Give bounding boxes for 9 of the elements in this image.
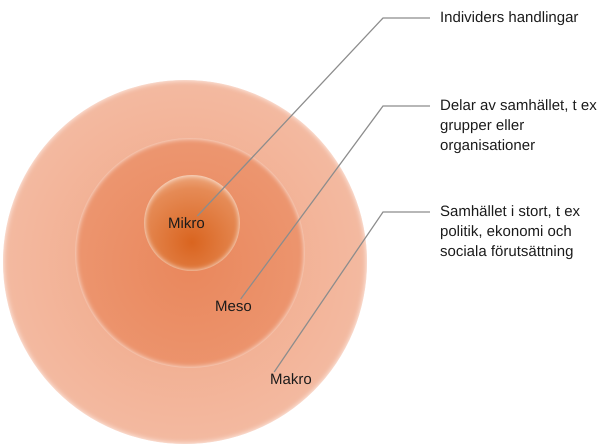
leader-line <box>240 105 430 300</box>
description-text: Delar av samhället, t ex grupper eller organisationer <box>440 96 597 156</box>
level-label: Mikro <box>168 215 205 232</box>
level-label: Meso <box>215 298 252 315</box>
leader-line <box>196 17 430 216</box>
description-text: Individers handlingar <box>440 8 597 28</box>
level-label: Makro <box>270 371 312 388</box>
leader-line <box>274 211 430 372</box>
description-text: Samhället i stort, t ex politik, ekonomi och sociala förutsättning <box>440 202 597 262</box>
